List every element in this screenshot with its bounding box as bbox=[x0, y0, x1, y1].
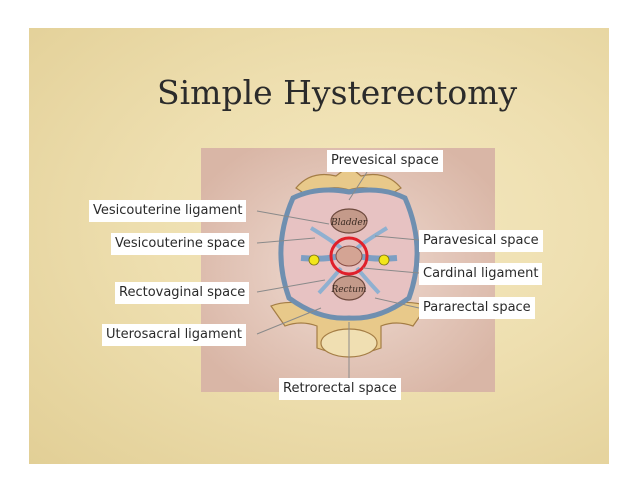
leader-vesicouterine-space bbox=[256, 237, 316, 244]
leader-paravesical bbox=[374, 235, 420, 241]
bladder-label: Bladder bbox=[330, 218, 368, 228]
label-prevesical-space: Prevesical space bbox=[327, 150, 443, 172]
label-paravesical-space: Paravesical space bbox=[419, 230, 543, 252]
marker-dot-right bbox=[378, 254, 390, 266]
leader-cardinal bbox=[362, 267, 420, 274]
slide: Simple Hysterectomy Bladder bbox=[29, 28, 609, 464]
leader-uterosacral bbox=[256, 307, 322, 335]
rectum bbox=[332, 275, 366, 301]
label-rectovaginal-space: Rectovaginal space bbox=[115, 282, 250, 304]
label-pararectal-space: Pararectal space bbox=[419, 297, 535, 319]
label-vesicouterine-ligament: Vesicouterine ligament bbox=[89, 200, 247, 222]
leader-vesicouterine-ligament bbox=[256, 210, 330, 225]
cervix bbox=[335, 245, 363, 267]
vesicouterine-fascia bbox=[309, 226, 389, 250]
leader-lines bbox=[256, 171, 420, 378]
label-uterosacral-ligament: Uterosacral ligament bbox=[102, 324, 247, 346]
leader-prevesical bbox=[348, 171, 368, 201]
marker-dot-left bbox=[308, 254, 320, 266]
highlight-circle bbox=[329, 236, 369, 276]
leader-rectovaginal bbox=[256, 279, 326, 293]
label-vesicouterine-space: Vesicouterine space bbox=[111, 233, 250, 255]
bladder bbox=[330, 208, 368, 234]
slide-title: Simple Hysterectomy bbox=[157, 73, 518, 112]
rectum-label: Rectum bbox=[330, 285, 366, 295]
label-retrorectal-space: Retrorectal space bbox=[279, 378, 401, 400]
label-cardinal-ligament: Cardinal ligament bbox=[419, 263, 543, 285]
leader-pararectal bbox=[374, 297, 420, 309]
